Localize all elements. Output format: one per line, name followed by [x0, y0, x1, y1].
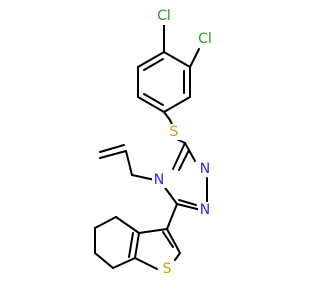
bond	[189, 48, 200, 68]
bond	[163, 111, 171, 121]
atom-label-n1: N	[198, 202, 212, 218]
bond	[184, 142, 196, 162]
bond	[94, 216, 117, 229]
bond	[131, 174, 156, 181]
bond	[115, 216, 140, 234]
atom-label-s-thiophene: S	[160, 261, 174, 277]
bond	[178, 149, 190, 171]
bond	[143, 93, 164, 106]
bond	[134, 257, 158, 270]
bond	[94, 252, 114, 269]
bond	[174, 252, 181, 261]
sulfur-label: S	[170, 124, 179, 140]
bond	[172, 142, 186, 170]
dichlorophenyl-ring	[137, 51, 191, 113]
atom-label-n4: N	[152, 172, 166, 188]
bond	[138, 228, 168, 234]
nitrogen-label: N	[200, 202, 210, 218]
allyl-group	[99, 144, 156, 181]
bond	[112, 257, 136, 269]
molecule-structure: Cl Cl S N N N S	[94, 8, 218, 277]
bond	[166, 228, 181, 254]
bond	[163, 96, 191, 113]
bond	[163, 51, 191, 68]
nitrogen-label: N	[154, 172, 164, 188]
bond	[137, 51, 165, 68]
atom-label-s-thioether: S	[167, 124, 181, 140]
bond	[99, 150, 127, 159]
chloro-bonds	[163, 23, 200, 68]
bond	[166, 203, 178, 230]
bond	[99, 144, 125, 153]
bond	[125, 150, 133, 176]
bond	[162, 184, 178, 205]
atom-label-cl-para: Cl	[153, 8, 177, 25]
bond	[176, 203, 202, 211]
triazole-ring	[162, 142, 208, 211]
chlorine-label: Cl	[198, 31, 212, 47]
nitrogen-label: N	[200, 161, 210, 177]
sulfur-label: S	[163, 261, 172, 277]
bond	[162, 231, 174, 248]
atom-label-cl-meta: Cl	[194, 31, 218, 48]
bond	[134, 232, 140, 259]
bond	[143, 58, 164, 71]
tetrahydrobenzothiophene	[94, 203, 181, 270]
bond	[128, 232, 134, 258]
atom-label-n2: N	[198, 161, 212, 177]
bond	[178, 199, 197, 206]
bond	[137, 96, 165, 113]
chlorine-label: Cl	[157, 8, 171, 24]
